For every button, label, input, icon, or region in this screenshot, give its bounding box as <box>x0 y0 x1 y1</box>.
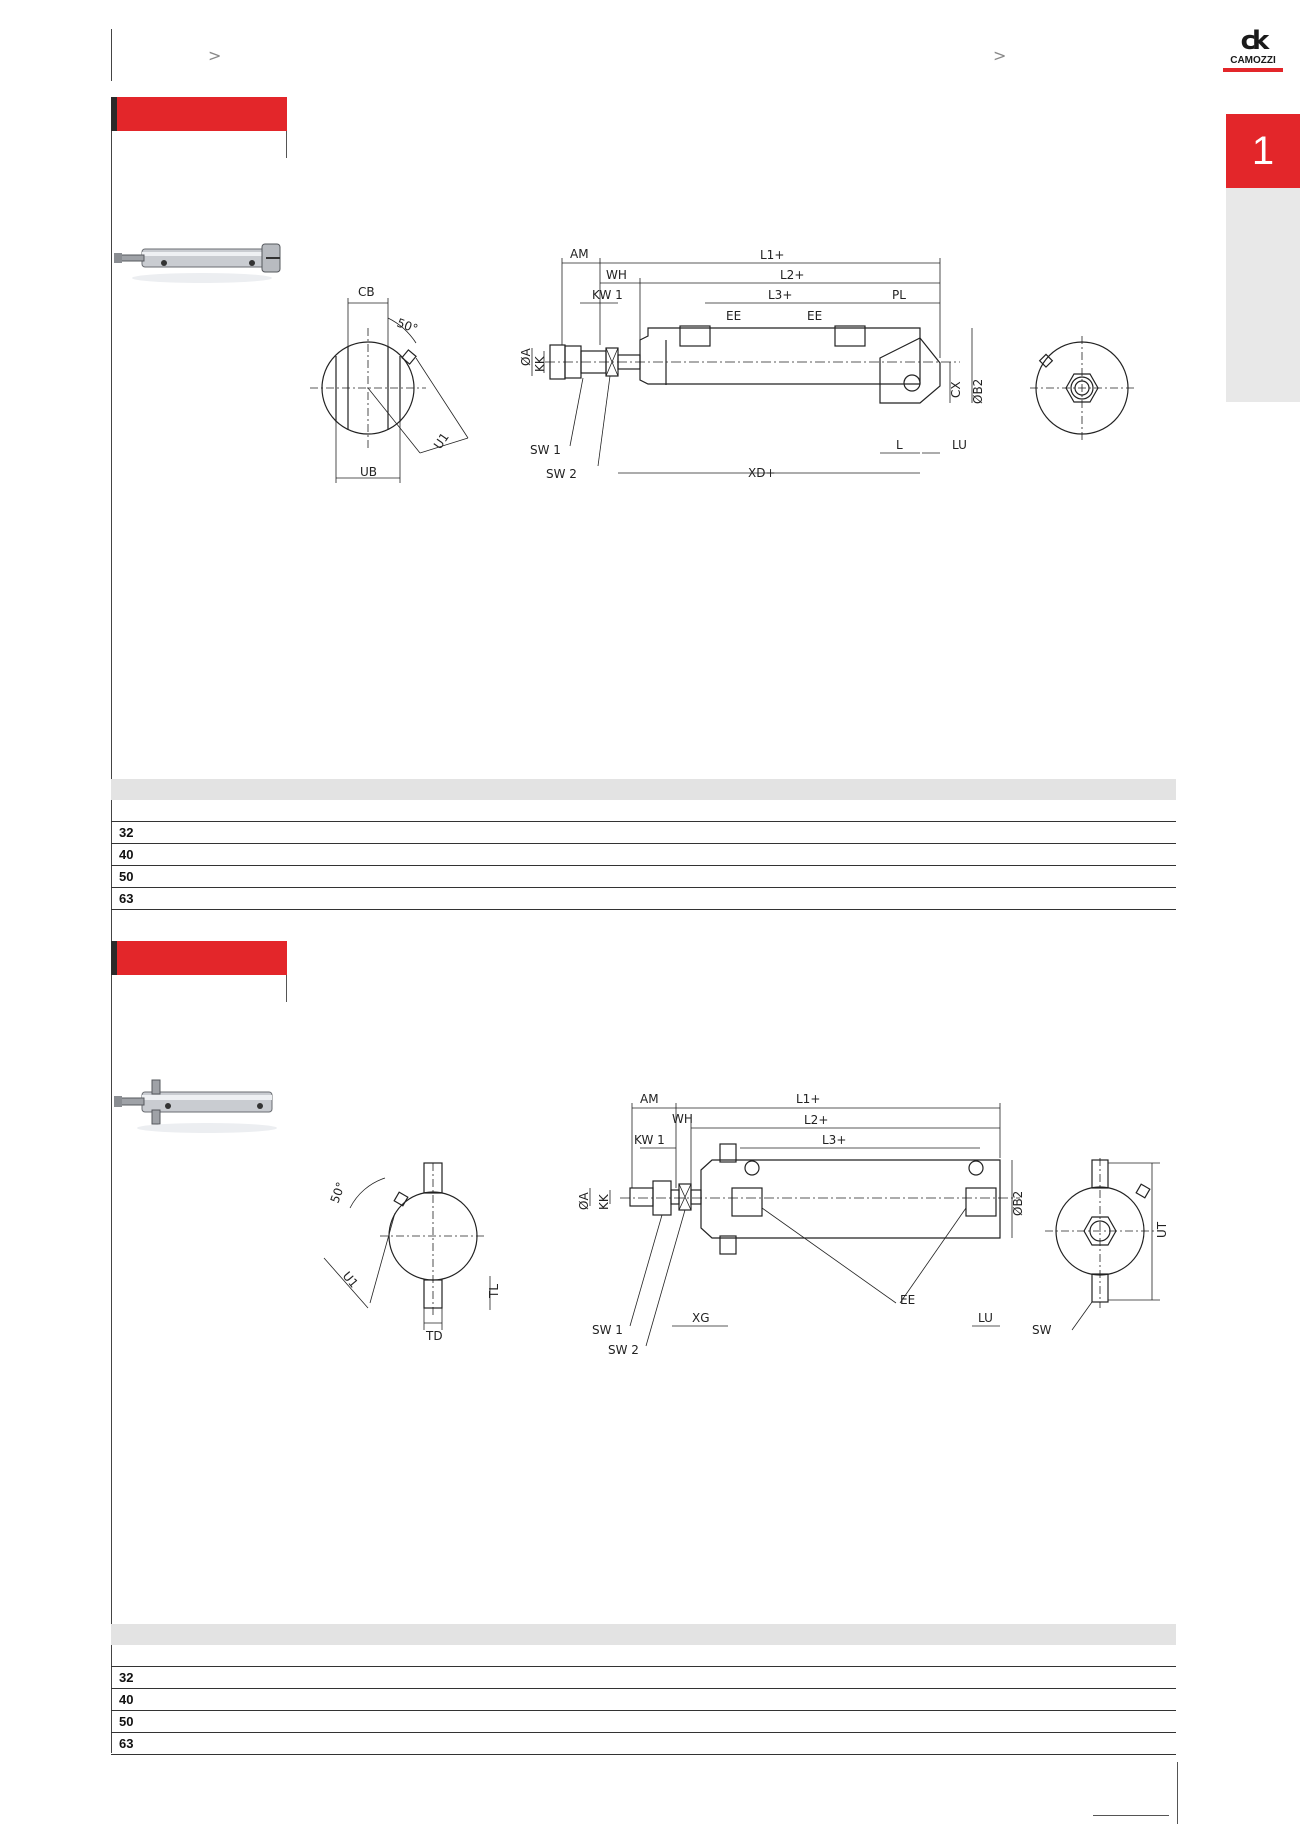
dim-xd: XD+ <box>748 466 776 480</box>
section1-end-view-right <box>1030 336 1134 440</box>
section1-product-photo <box>114 243 281 283</box>
camozzi-logo[interactable]: ck CAMOZZI <box>1223 28 1283 72</box>
dim-l: L <box>896 438 903 452</box>
table-row: 63 <box>111 887 1176 910</box>
dim-l2: L2+ <box>780 268 804 282</box>
dim-sw2-2: SW 2 <box>608 1343 639 1357</box>
section1-header-accent <box>111 97 117 131</box>
section2-header-bar <box>111 941 287 975</box>
section1-header-bar <box>111 97 287 131</box>
dim-sw2: SW 2 <box>546 467 577 481</box>
table-row: 63 <box>111 1732 1176 1755</box>
dim-kw1: KW 1 <box>592 288 623 302</box>
logo-text: CAMOZZI <box>1230 55 1276 66</box>
dim-xg: XG <box>692 1311 710 1325</box>
table-row: 32 <box>111 821 1176 844</box>
section2-header-accent <box>111 941 117 975</box>
section1-table: 32 40 50 63 <box>111 779 1176 910</box>
dim-lu-2: LU <box>978 1311 993 1325</box>
dim-ut: UT <box>1155 1221 1169 1238</box>
table-row: 50 <box>111 865 1176 888</box>
section1-header-tick <box>286 131 287 158</box>
section1-drawing: CB 50° U1 UB AM <box>310 247 1134 483</box>
dim-l1-2: L1+ <box>796 1092 820 1106</box>
row-bore: 50 <box>111 1710 1176 1733</box>
dim-l3-2: L3+ <box>822 1133 846 1147</box>
dim-cx: CX <box>949 381 963 398</box>
row-bore: 32 <box>111 1666 1176 1689</box>
dim-l1: L1+ <box>760 248 784 262</box>
dim-b2-2: ØB2 <box>1011 1191 1025 1216</box>
dim-ee-3: EE <box>900 1293 915 1307</box>
table-row: 32 <box>111 1666 1176 1689</box>
section2-end-view-right <box>1045 1158 1160 1331</box>
breadcrumb-separator-left: > <box>208 46 222 65</box>
dim-lu: LU <box>952 438 967 452</box>
dim-kw1-2: KW 1 <box>634 1133 665 1147</box>
breadcrumb-separator-right: > <box>993 46 1007 65</box>
dim-u1-2: U1 <box>340 1269 361 1291</box>
section2-drawing: 50° U1 TD TL AM <box>323 1092 1169 1357</box>
section2-table-header <box>111 1624 1176 1645</box>
logo-underline <box>1223 68 1283 72</box>
dim-kk-2: KK <box>597 1193 611 1210</box>
table-row: 40 <box>111 1688 1176 1711</box>
dim-tl: TL <box>487 1284 501 1299</box>
section2-header-tick <box>286 975 287 1002</box>
row-bore: 50 <box>111 865 1176 888</box>
dim-am: AM <box>570 247 589 261</box>
dim-ee-1: EE <box>726 309 741 323</box>
dim-sw1-2: SW 1 <box>592 1323 623 1337</box>
header-divider <box>111 29 112 81</box>
page-left-border <box>111 97 112 1753</box>
table-row: 40 <box>111 843 1176 866</box>
dim-ee-2: EE <box>807 309 822 323</box>
dim-l3: L3+ <box>768 288 792 302</box>
logo-mark: ck <box>1240 26 1270 56</box>
table-row: 50 <box>111 1710 1176 1733</box>
section1-table-subheader <box>111 800 1176 822</box>
dim-td: TD <box>425 1329 443 1343</box>
dim-a: ØA <box>519 348 533 366</box>
dim-sw: SW <box>1032 1323 1052 1337</box>
dim-angle: 50° <box>395 316 420 336</box>
row-bore: 32 <box>111 821 1176 844</box>
dim-am-2: AM <box>640 1092 659 1106</box>
section2-table: 32 40 50 63 <box>111 1624 1176 1755</box>
dim-kk: KK <box>533 355 547 372</box>
dim-angle-2: 50° <box>328 1180 348 1205</box>
row-bore: 63 <box>111 887 1176 910</box>
section1-end-view-left <box>310 298 469 483</box>
section1-table-header <box>111 779 1176 800</box>
section2-end-view-left <box>323 1162 491 1330</box>
dim-wh: WH <box>606 268 627 282</box>
dim-b2: ØB2 <box>971 379 985 404</box>
section1-side-view <box>531 258 973 474</box>
row-bore: 63 <box>111 1732 1176 1755</box>
dim-wh-2: WH <box>672 1112 693 1126</box>
section-tab[interactable]: 1 <box>1226 114 1300 188</box>
dim-sw1: SW 1 <box>530 443 561 457</box>
dim-l2-2: L2+ <box>804 1113 828 1127</box>
section2-product-photo <box>114 1079 277 1133</box>
row-bore: 40 <box>111 843 1176 866</box>
section-tab-rail <box>1226 188 1300 402</box>
dim-a-2: ØA <box>577 1192 591 1210</box>
footer-divider <box>1177 1762 1178 1824</box>
section2-side-view <box>589 1103 1020 1347</box>
section2-table-subheader <box>111 1645 1176 1667</box>
footer-rule <box>1093 1815 1169 1816</box>
dim-cb: CB <box>358 285 375 299</box>
dim-ub: UB <box>360 465 377 479</box>
row-bore: 40 <box>111 1688 1176 1711</box>
dim-pl: PL <box>892 288 906 302</box>
